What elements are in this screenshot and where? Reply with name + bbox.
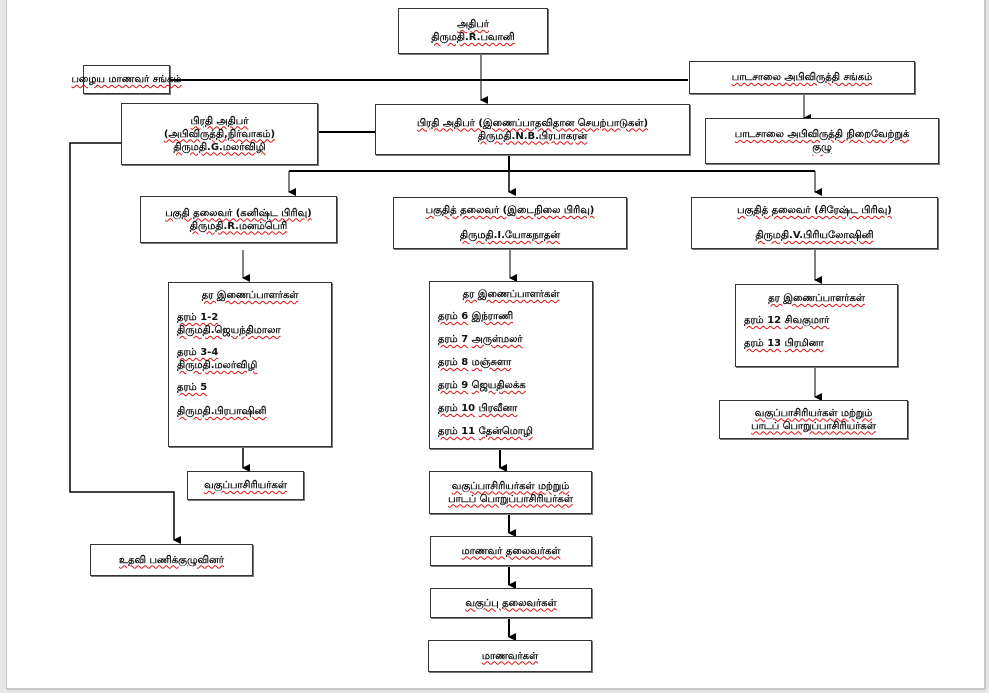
coordinators-header: தர இணைப்பாளர்கள் [462, 289, 560, 300]
coordinator-name: அருள்மலர் [471, 334, 523, 345]
grade-label: தரம் 12 [744, 315, 782, 326]
coordinators-middle-box: தர இணைப்பாளர்கள் தரம் 6 இந்ராணி தரம் 7 அ… [429, 281, 593, 449]
support-staff-box: உதவி பணிக்குழுவினர் [90, 544, 253, 576]
teachers-subject-senior-box: வகுப்பாசிரியர்கள் மற்றும் பாடப் பொறுப்பா… [719, 400, 908, 439]
coordinators-header: தர இணைப்பாளர்கள் [201, 290, 299, 301]
class-teachers-box: வகுப்பாசிரியர்கள் [187, 471, 304, 500]
coordinators-junior-box: தர இணைப்பாளர்கள் தரம் 1-2 திருமதி.ஜெயந்த… [168, 282, 332, 447]
grade-label: தரம் 9 [438, 380, 469, 391]
deputy-admin-dept: (அபிவிருத்தி,நிர்வாகம்) [163, 128, 276, 140]
students-box: மாணவர்கள் [428, 640, 592, 672]
grade-label: தரம் 11 [438, 426, 476, 437]
section-head-title: பகுதித் தலைவர் (இடைநிலை பிரிவு) [425, 205, 595, 216]
coordinator-name: மஞ்சுளா [471, 357, 512, 368]
section-head-title: பகுதி தலைவர் (கனிஷ்ட பிரிவு) [165, 207, 312, 219]
support-staff-label: உதவி பணிக்குழுவினர் [119, 554, 224, 566]
coordinator-name: தேன்மொழி [478, 426, 533, 437]
coordinators-senior-box: தர இணைப்பாளர்கள் தரம் 12 சிவகுமார் தரம் … [735, 284, 898, 367]
class-leaders-label: வகுப்பு தலைவர்கள் [465, 597, 557, 609]
deputy-coord-box: பிரதி அதிபர் (இணைப்பாதவிதான செயற்பாடுகள்… [375, 104, 690, 155]
line-to-support-staff [69, 142, 181, 544]
section-head-middle-box: பகுதித் தலைவர் (இடைநிலை பிரிவு) திருமதி.… [393, 197, 627, 249]
section-head-senior-box: பகுதித் தலைவர் (சிரேஷ்ட பிரிவு) திருமதி.… [691, 197, 938, 249]
coordinator-name: திருமதி.மலர்விழி [177, 360, 258, 371]
teachers-subject-line2: பாடப் பொறுப்பாசிரியர்கள் [448, 493, 573, 505]
school-dev-society-label: பாடசாலை அபிவிருத்தி சங்கம் [731, 72, 873, 83]
teachers-subject-line1: வகுப்பாசிரியர்கள் மற்றும் [754, 407, 873, 419]
grade-label: தரம் 6 [438, 311, 469, 322]
coordinator-name: சிவகுமார் [784, 315, 830, 326]
deputy-coord-role: பிரதி அதிபர் (இணைப்பாதவிதான செயற்பாடுகள்… [416, 117, 649, 129]
school-dev-committee-box: பாடசாலை அபிவிருத்தி நிறைவேற்றுக் குழு [705, 118, 939, 164]
school-dev-committee-line2: குழு [812, 142, 832, 153]
teachers-subject-line2: பாடப் பொறுப்பாசிரியர்கள் [751, 420, 876, 432]
grade-label: தரம் 3-4 [177, 347, 219, 358]
coordinator-name: ஜெயதிலக்க [471, 380, 526, 391]
principal-role: அதிபர் [457, 19, 489, 30]
grade-label: தரம் 1-2 [177, 312, 219, 323]
section-head-title: பகுதித் தலைவர் (சிரேஷ்ட பிரிவு) [737, 205, 892, 216]
coordinator-name: திருமதி.பிரபாஷினி [177, 406, 267, 417]
deputy-admin-role: பிரதி அதிபர் [190, 115, 249, 127]
section-head-name: திருமதி.R.மனம்பெரி [189, 220, 288, 232]
deputy-admin-name: திருமதி.G.மலர்விழி [173, 141, 266, 153]
coordinator-name: இந்ராணி [471, 311, 514, 322]
school-dev-committee-line1: பாடசாலை அபிவிருத்தி நிறைவேற்றுக் [734, 129, 910, 140]
grade-label: தரம் 5 [177, 382, 208, 393]
deputy-coord-name: திருமதி.N.B.பிரபாகரன் [477, 130, 588, 142]
coordinator-name: பிரவீனா [478, 403, 518, 414]
coordinator-name: திருமதி.ஜெயந்திமாலா [177, 325, 281, 336]
teachers-subject-middle-box: வகுப்பாசிரியர்கள் மற்றும் பாடப் பொறுப்பா… [429, 471, 592, 514]
section-head-name: திருமதி.I.யோகநாதன் [459, 230, 561, 241]
grade-label: தரம் 8 [438, 357, 469, 368]
deputy-admin-box: பிரதி அதிபர் (அபிவிருத்தி,நிர்வாகம்) திர… [121, 103, 318, 165]
coordinators-header: தர இணைப்பாளர்கள் [768, 293, 865, 304]
old-students-union-box: பழைய மாணவர் சங்கம் [71, 65, 182, 94]
grade-label: தரம் 10 [438, 403, 476, 414]
students-label: மாணவர்கள் [481, 650, 539, 662]
principal-box: அதிபர் திருமதி.R.பவானி [398, 8, 548, 54]
section-head-junior-box: பகுதி தலைவர் (கனிஷ்ட பிரிவு) திருமதி.R.ம… [140, 196, 337, 243]
section-head-name: திருமதி.V.பிரியலோஷினி [755, 230, 874, 241]
class-leaders-box: வகுப்பு தலைவர்கள் [430, 588, 592, 618]
old-students-union-label: பழைய மாணவர் சங்கம் [71, 74, 182, 85]
coordinator-name: பிரமினா [784, 338, 824, 349]
grade-label: தரம் 13 [744, 338, 782, 349]
principal-name: திருமதி.R.பவானி [431, 32, 515, 43]
student-leaders-box: மாணவர் தலைவர்கள் [430, 536, 592, 566]
class-teachers-label: வகுப்பாசிரியர்கள் [204, 480, 287, 491]
grade-label: தரம் 7 [438, 334, 469, 345]
student-leaders-label: மாணவர் தலைவர்கள் [461, 545, 561, 557]
teachers-subject-line1: வகுப்பாசிரியர்கள் மற்றும் [451, 480, 570, 492]
school-dev-society-box: பாடசாலை அபிவிருத்தி சங்கம் [689, 61, 915, 94]
